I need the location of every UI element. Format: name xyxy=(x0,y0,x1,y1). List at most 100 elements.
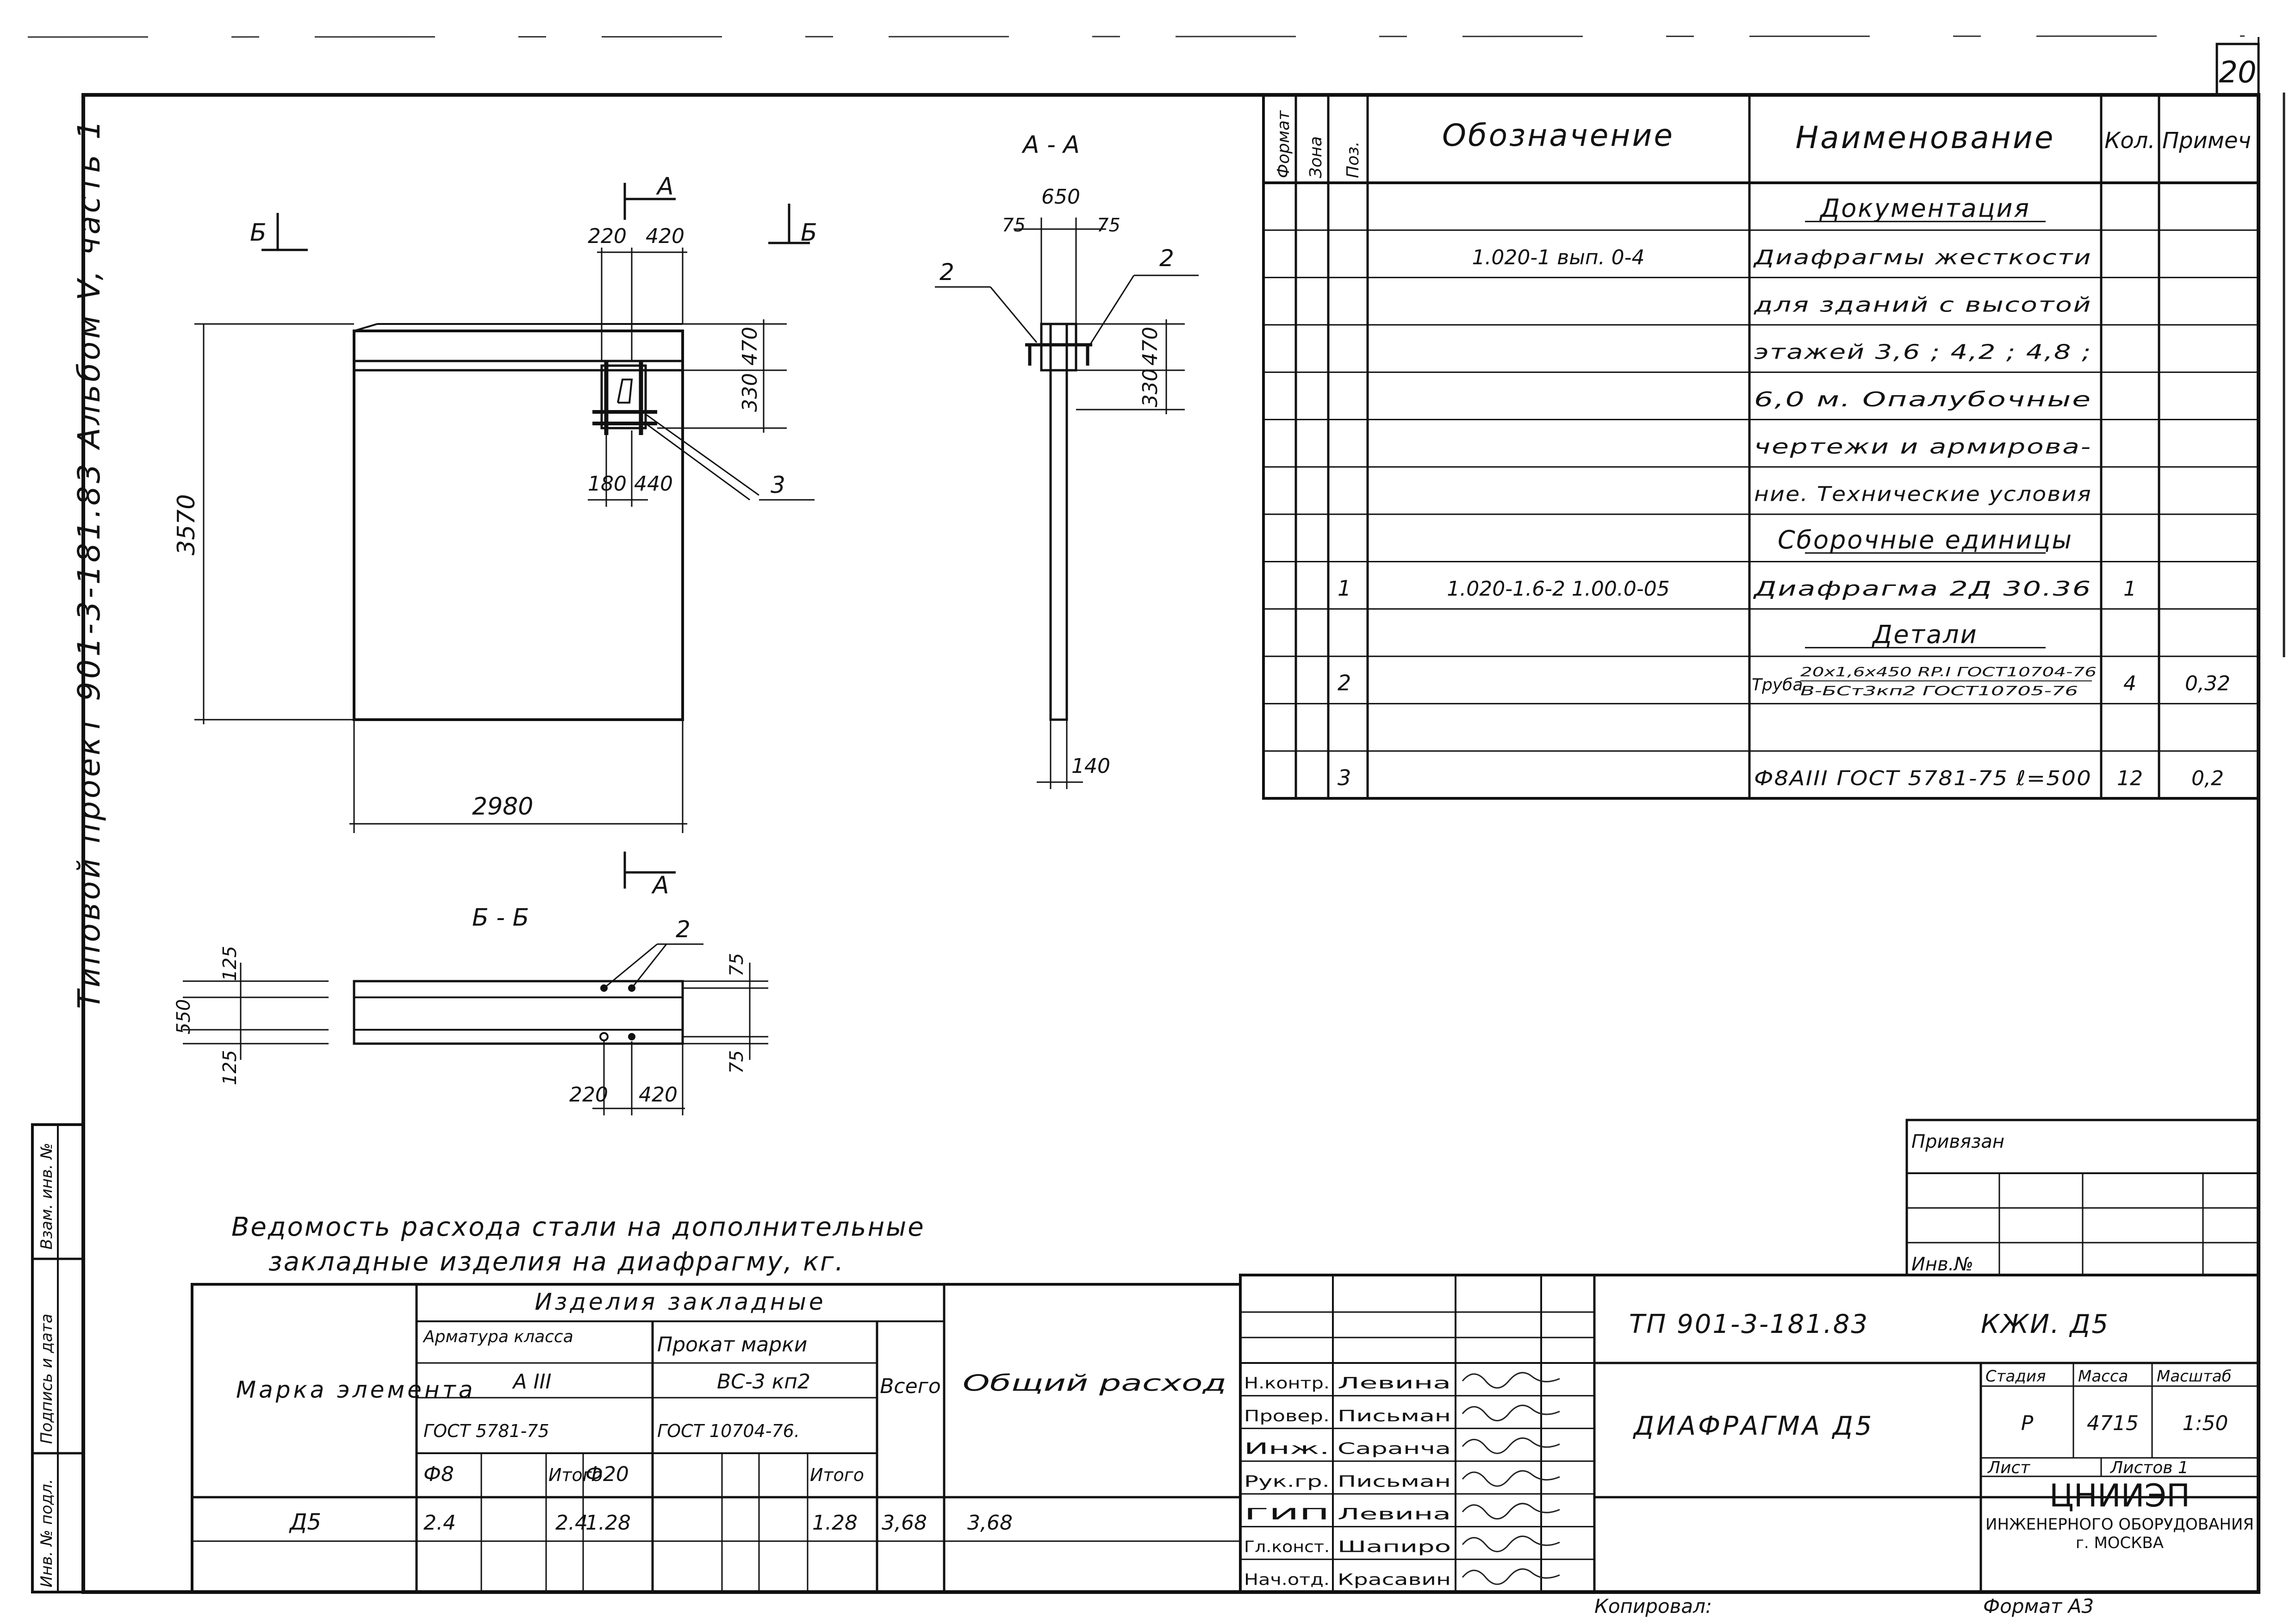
spec-name: чертежи и армирова- xyxy=(1754,435,2092,459)
tb-signature-name: Письман xyxy=(1338,1472,1451,1491)
dim-3570: 3570 xyxy=(173,494,200,555)
spec-qty: 1 xyxy=(2123,577,2136,601)
tb-drawing-name: ДИАФРАГМА Д5 xyxy=(1632,1411,1874,1441)
handwritten-signature xyxy=(1462,1568,1560,1585)
side-stamp: Инв. № подл. Подпись и дата Взам. инв. № xyxy=(31,1123,85,1593)
tb-doc-code: ТП 901-3-181.83 xyxy=(1629,1309,1869,1339)
spec-pos: 3 xyxy=(1338,765,1351,790)
steel-h-vsego: Всего xyxy=(880,1375,940,1398)
spec-name: для зданий с высотой xyxy=(1754,293,2092,317)
tb-signature-name: Саранча xyxy=(1338,1440,1451,1458)
tb-signature-name: Письман xyxy=(1338,1407,1451,1425)
tb-sheets-label: Листов 1 xyxy=(2109,1458,2189,1477)
front-view: Б Б А А 220 420 330 470 180 440 xyxy=(173,173,817,899)
sheet-number: 20 xyxy=(2219,56,2256,90)
steel-row-obshchiy: 3,68 xyxy=(967,1511,1013,1535)
aa-dim-75-right: 75 xyxy=(1097,215,1120,236)
steel-row-d8: 2.4 xyxy=(423,1511,456,1535)
stamp-vzam-inv: Взам. инв. № xyxy=(37,1143,56,1250)
steel-h-itogo2: Итого xyxy=(810,1465,864,1485)
tb-signature-name: Красавин xyxy=(1338,1570,1451,1589)
spec-h-designation: Обозначение xyxy=(1442,118,1674,153)
tb-scale-label: Масштаб xyxy=(2157,1367,2232,1386)
steel-h-prokat: Прокат марки xyxy=(657,1333,807,1356)
spec-qty: 12 xyxy=(2117,766,2143,790)
tb-signature-name: Левина xyxy=(1338,1374,1451,1393)
dim-470: 470 xyxy=(738,327,762,366)
spec-note: 0,2 xyxy=(2191,766,2224,790)
spec-name: Диафрагма 2Д 30.36 xyxy=(1753,577,2092,601)
dim-440: 440 xyxy=(634,472,673,496)
tb-kopiroval: Копировал: xyxy=(1594,1595,1712,1618)
spec-name-prefix: Труба xyxy=(1752,676,1803,695)
spec-pos: 1 xyxy=(1338,576,1351,601)
tb-format: Формат А3 xyxy=(1983,1595,2094,1618)
steel-h-arm-class: А III xyxy=(511,1370,551,1394)
tb-signature-role: Рук.гр. xyxy=(1244,1472,1330,1491)
steel-title-2: закладные изделия на диафрагму, кг. xyxy=(268,1247,845,1277)
spec-h-name: Наименование xyxy=(1796,120,2055,156)
handwritten-signature xyxy=(1462,1405,1560,1421)
spec-section-title: Детали xyxy=(1872,620,1978,649)
spec-designation: 1.020-1.6-2 1.00.0-05 xyxy=(1447,577,1670,601)
spec-name: ние. Технические условия xyxy=(1754,483,2092,506)
stamp-inv-podl: Инв. № подл. xyxy=(37,1479,56,1587)
spec-h-note: Примеч xyxy=(2162,128,2251,154)
tb-mass-label: Масса xyxy=(2078,1367,2128,1386)
diaphragm-panel xyxy=(353,330,684,721)
aa-dim-650: 650 xyxy=(1041,185,1080,209)
steel-h-itogo1: Итого xyxy=(548,1465,603,1485)
steel-h-d8: Ф8 xyxy=(423,1462,454,1486)
steel-row-itogo2: 1.28 xyxy=(812,1511,858,1535)
aa-leader-2-right: 2 xyxy=(1159,245,1174,272)
side-title: Типовой проект 901-3-181.83 Альбом V, ча… xyxy=(71,118,107,1009)
steel-h-prokat-gost: ГОСТ 10704-76. xyxy=(657,1421,800,1441)
tb-signature-name: Левина xyxy=(1338,1505,1451,1524)
steel-table: Ведомость расхода стали на дополнительны… xyxy=(191,1212,1242,1593)
tb-signature-role: ГИП xyxy=(1244,1505,1330,1524)
tb-stage-label: Стадия xyxy=(1985,1367,2046,1386)
bb-dim-75-bot: 75 xyxy=(726,1050,747,1074)
steel-h-arm: Арматура класса xyxy=(423,1327,573,1346)
dim-330: 330 xyxy=(738,373,762,412)
tb-signature-name: Шапиро xyxy=(1338,1538,1451,1556)
dim-180: 180 xyxy=(588,472,627,496)
embedded-part xyxy=(592,361,657,435)
spec-h-pos: Поз. xyxy=(1344,141,1363,178)
steel-h-arm-gost: ГОСТ 5781-75 xyxy=(423,1421,549,1441)
spec-name: Ф8АIII ГОСТ 5781-75 ℓ=500 xyxy=(1754,766,2092,790)
handwritten-signature xyxy=(1462,1372,1560,1389)
section-mark-a-bottom: А xyxy=(651,871,669,899)
tb-org-name: ЦНИИЭП xyxy=(2049,1478,2190,1514)
tb-mark: КЖИ. Д5 xyxy=(1981,1309,2109,1339)
leader-3: 3 xyxy=(771,472,785,498)
aa-dim-330: 330 xyxy=(1139,368,1162,407)
steel-h-prokat-grade: ВС-3 кп2 xyxy=(717,1370,810,1394)
steel-title-1: Ведомость расхода стали на дополнительны… xyxy=(231,1212,925,1242)
tb-scale: 1:50 xyxy=(2183,1412,2228,1435)
steel-row-vsego: 3,68 xyxy=(882,1511,927,1535)
steel-h-obshchiy: Общий расход xyxy=(963,1370,1226,1396)
handwritten-signature xyxy=(1462,1437,1560,1454)
dim-420-top: 420 xyxy=(646,224,684,248)
spec-section-title: Сборочные единицы xyxy=(1778,525,2073,554)
steel-row-mark: Д5 xyxy=(289,1509,321,1535)
bb-dim-420: 420 xyxy=(639,1083,678,1107)
bb-leader-2: 2 xyxy=(676,916,691,943)
bb-dim-125-top: 125 xyxy=(219,946,241,981)
sheet-frame xyxy=(27,35,2285,1594)
sheet-number-box: 20 xyxy=(2215,43,2260,96)
steel-row-d20: 1.28 xyxy=(585,1511,631,1535)
steel-h-d20: Ф20 xyxy=(585,1462,629,1486)
spec-note: 0,32 xyxy=(2185,672,2230,696)
section-bb: Б - Б 2 125 550 125 75 75 220 xyxy=(173,904,768,1115)
aa-dim-140: 140 xyxy=(1071,754,1110,778)
tb-signature-role: Гл.конст. xyxy=(1244,1538,1330,1556)
tb-signature-role: Инж. xyxy=(1244,1440,1330,1458)
spec-qty: 4 xyxy=(2123,672,2136,696)
steel-h-group: Изделия закладные xyxy=(535,1288,826,1315)
bb-dim-220: 220 xyxy=(569,1083,608,1107)
aa-dim-470: 470 xyxy=(1139,327,1162,366)
spec-designation: 1.020-1 вып. 0-4 xyxy=(1472,246,1644,269)
